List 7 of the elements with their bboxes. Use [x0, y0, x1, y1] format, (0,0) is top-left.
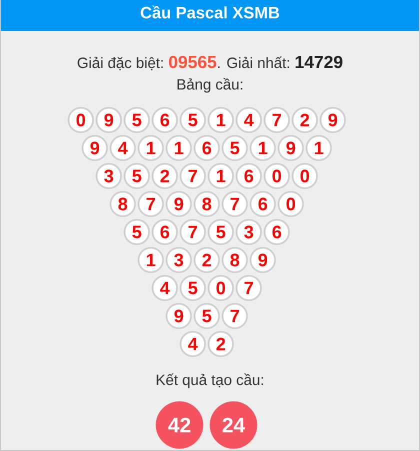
caption-text: Giải đặc biệt:: [78, 56, 163, 70]
caption-text: . Giải nhất:: [218, 56, 290, 68]
caption-text: Bảng cầu:: [178, 78, 242, 93]
number-text: 14729: [296, 56, 342, 68]
number-text: 09565: [169, 56, 216, 68]
title-bar: Cầu Pascal XSMB: [1, 0, 419, 31]
caption-text: Kết quả tạo cầu:: [156, 374, 264, 388]
